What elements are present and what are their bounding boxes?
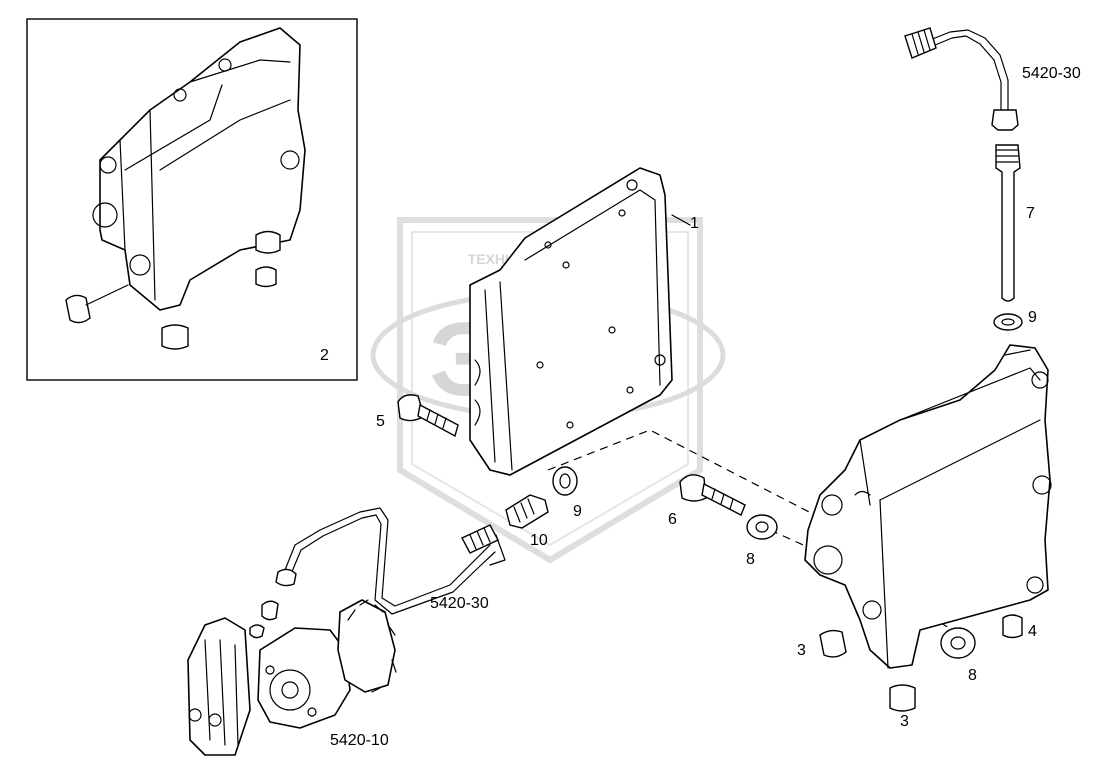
part-6-bolt: 6 [668, 474, 746, 528]
pipe-middle: 5420-30 [275, 507, 506, 615]
inset-plug-bottom [161, 324, 189, 350]
part-3-plug-right: 3 [797, 629, 847, 659]
right-filter-housing [804, 344, 1052, 669]
label-part-5: 5 [376, 413, 385, 430]
label-part-8-lower: 8 [968, 667, 977, 684]
part-5-bolt: 5 [376, 394, 459, 438]
injection-pump: 5420-10 [187, 599, 397, 756]
label-ref-mid: 5420-30 [430, 595, 489, 612]
label-part-7: 7 [1026, 205, 1035, 222]
label-inset: 2 [320, 347, 329, 364]
part-8-washer-upper: 8 [746, 514, 778, 568]
label-ref-top: 5420-30 [1022, 65, 1081, 82]
label-part-6: 6 [668, 511, 677, 528]
label-ref-bottom: 5420-10 [330, 732, 389, 749]
label-part-3-bottom: 3 [900, 713, 909, 730]
label-part-8-upper: 8 [746, 551, 755, 568]
assembly-line-lower [769, 529, 811, 549]
part-3-plug-bottom: 3 [889, 684, 916, 730]
pipe-top: 5420-30 [904, 27, 1081, 131]
label-part-9-right: 9 [1028, 309, 1037, 326]
part-10-fitting: 10 [505, 494, 549, 549]
inset-plug-small [255, 266, 277, 288]
inset-box: 2 [26, 18, 358, 381]
part-1-plate: 1 [469, 167, 699, 476]
part-8-washer-lower: 8 [940, 627, 977, 684]
part-7-tube: 7 [995, 144, 1035, 302]
label-part-3-right: 3 [797, 642, 806, 659]
label-part-10: 10 [530, 532, 548, 549]
part-9-washer-mid: 9 [552, 466, 582, 520]
label-part-4: 4 [1028, 623, 1037, 640]
inset-filter-housing [92, 27, 306, 311]
inset-plug-left [65, 284, 129, 324]
part-4-plug: 4 [1002, 614, 1037, 640]
part-9-washer-right: 9 [993, 309, 1037, 331]
label-part-1: 1 [690, 215, 699, 232]
label-part-9-mid: 9 [573, 503, 582, 520]
assembly-line-upper [547, 429, 816, 516]
